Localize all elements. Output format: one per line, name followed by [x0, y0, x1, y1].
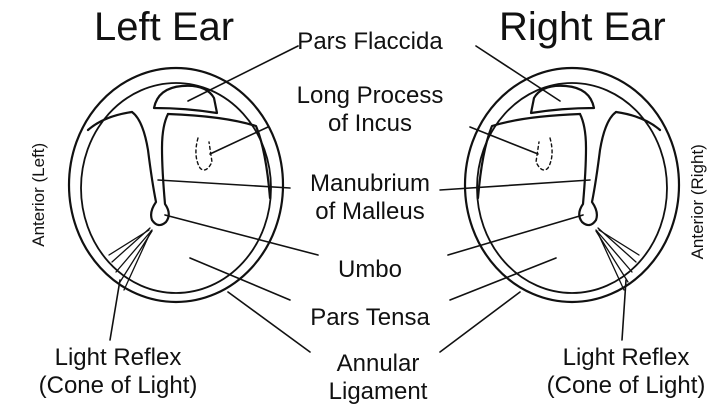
right-posterior-fold	[478, 114, 580, 198]
label-light-reflex-right: Light Reflex (Cone of Light)	[547, 344, 706, 399]
label-long-process-line2: of Incus	[297, 110, 444, 138]
label-long-process-line1: Long Process	[297, 82, 444, 110]
label-light-reflex-right-line2: (Cone of Light)	[547, 372, 706, 400]
label-long-process-of-incus: Long Process of Incus	[297, 82, 444, 137]
right-annular-ring-outer	[465, 68, 679, 302]
label-manubrium-of-malleus: Manubrium of Malleus	[310, 170, 430, 225]
label-light-reflex-right-line1: Light Reflex	[547, 344, 706, 372]
left-pars-flaccida-shape	[154, 86, 217, 113]
left-anterior-fold	[88, 112, 132, 130]
left-ear-title: Left Ear	[94, 4, 234, 50]
right-tympanic-membrane	[465, 68, 679, 302]
anterior-right-label: Anterior (Right)	[688, 137, 708, 267]
label-pars-tensa: Pars Tensa	[310, 304, 430, 332]
label-umbo: Umbo	[338, 256, 402, 284]
label-light-reflex-left: Light Reflex (Cone of Light)	[39, 344, 198, 399]
right-ear-title: Right Ear	[499, 4, 666, 50]
label-manubrium-line1: Manubrium	[310, 170, 430, 198]
label-light-reflex-left-line1: Light Reflex	[39, 344, 198, 372]
label-light-reflex-left-line2: (Cone of Light)	[39, 372, 198, 400]
right-pars-flaccida-shape	[531, 86, 594, 113]
label-annular-ligament: Annular Ligament	[329, 350, 428, 405]
label-pars-flaccida: Pars Flaccida	[297, 28, 442, 56]
right-anterior-fold	[616, 112, 660, 130]
label-annular-line1: Annular	[329, 350, 428, 378]
right-malleus-handle	[579, 112, 616, 225]
label-manubrium-line2: of Malleus	[310, 198, 430, 226]
anterior-left-label: Anterior (Left)	[29, 135, 49, 255]
label-annular-line2: Ligament	[329, 378, 428, 406]
left-malleus-handle	[132, 112, 169, 225]
